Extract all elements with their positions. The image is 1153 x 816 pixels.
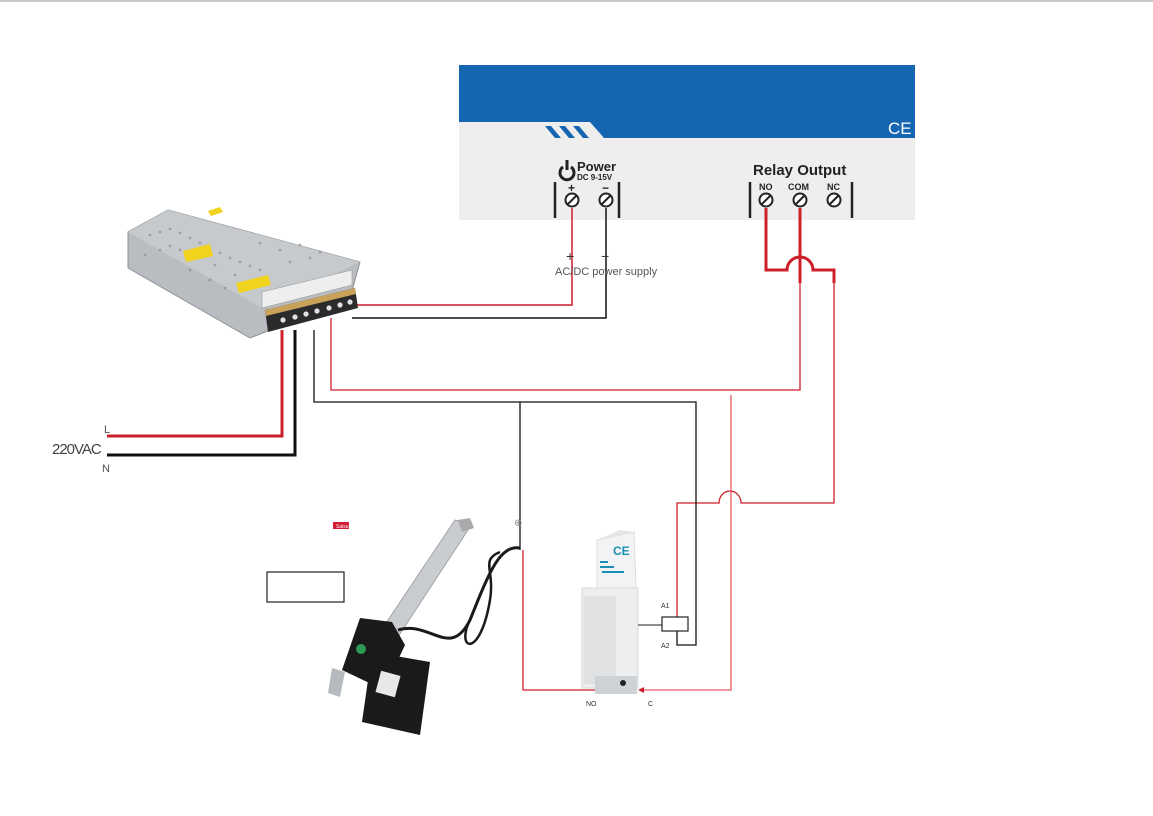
terminal-label-nc: NC (827, 182, 840, 192)
contact-c-label: C (648, 701, 653, 708)
wire-psu-to-contactor-c (644, 395, 732, 691)
relay-module-blue-header (459, 65, 915, 138)
wire-no-to-a1 (676, 283, 835, 625)
contactor-front-panel (584, 596, 616, 684)
power-plus-label: + (568, 181, 575, 195)
psu-yellow-label (183, 244, 213, 262)
power-label: Power (577, 159, 616, 174)
ce-mark: CE (888, 119, 912, 138)
coil-symbol (661, 616, 689, 632)
power-supply-unit (127, 207, 361, 339)
screw-terminal-minus[interactable] (598, 192, 614, 208)
actuator-brand-text: Saisu (336, 524, 349, 530)
actuator-motor (362, 652, 430, 735)
contactor-top-housing (596, 531, 637, 597)
coil-a2-label: A2 (661, 643, 670, 650)
power-minus-label: − (602, 181, 609, 195)
wire-com-to-psu-v-plus (330, 283, 801, 391)
wires (107, 208, 836, 693)
psu-terminal-screws (280, 299, 353, 323)
contactor-screw (620, 680, 626, 686)
contactor-spec-line (600, 566, 614, 568)
stripes-decoration (545, 126, 589, 138)
top-border (0, 0, 1153, 2)
contactor-ce-mark: CE (613, 544, 630, 558)
linear-actuator: Saisu ⊕ (266, 518, 522, 735)
contact-no-label: NO (586, 701, 597, 708)
wire-psu-v-minus-to-a2 (313, 330, 697, 646)
actuator-mount (328, 668, 345, 697)
actuator-rod (379, 519, 473, 641)
arrow-icon (638, 687, 644, 693)
screw-terminal-no[interactable] (758, 192, 774, 208)
terminal-label-com: COM (788, 182, 809, 192)
power-sub-label: DC 9-15V (577, 173, 613, 182)
blank-label-box (266, 571, 345, 603)
terminal-label-no: NO (759, 182, 773, 192)
mains-line-label: L (104, 424, 110, 436)
contactor-top-face (597, 530, 634, 540)
contactor-spec-line (600, 561, 608, 563)
psu-yellow-label (236, 275, 271, 293)
wire-minus-to-psu (352, 208, 607, 319)
wire-plus-to-psu (352, 208, 573, 306)
ground-symbol-icon: ⊕ (514, 518, 522, 529)
screw-terminal-nc[interactable] (826, 192, 842, 208)
mains-neutral-label: N (102, 463, 110, 475)
contactor-terminals (595, 676, 637, 694)
relay-output-label: Relay Output (753, 162, 846, 179)
screw-terminal-plus[interactable] (564, 192, 580, 208)
mains-voltage-label: 220VAC (52, 441, 102, 458)
relay-module: CE Power DC 9-15V + − Relay Output NO CO… (459, 65, 915, 220)
din-contactor: CE A1 A2 NO C (581, 530, 689, 708)
supply-minus-symbol: − (601, 248, 609, 264)
actuator-motor-label (375, 670, 401, 698)
actuator-green-badge (356, 644, 366, 654)
contactor-spec-line (602, 571, 624, 573)
wire-mains-neutral (107, 330, 297, 457)
psu-yellow-label (208, 207, 223, 216)
actuator-rod-end (458, 518, 474, 532)
actuator-cable-loop (464, 550, 501, 645)
screw-terminal-com[interactable] (792, 192, 808, 208)
wire-mains-line (107, 330, 284, 438)
psu-terminal-brass (265, 288, 356, 316)
wire-actuator-to-contactor-no (522, 550, 596, 691)
power-icon (558, 160, 576, 182)
coil-a1-label: A1 (661, 603, 670, 610)
psu-terminal-legend (261, 269, 353, 309)
supply-plus-symbol: + (566, 248, 574, 264)
actuator-brand-badge (333, 522, 349, 529)
supply-note-label: AC/DC power supply (555, 266, 658, 278)
